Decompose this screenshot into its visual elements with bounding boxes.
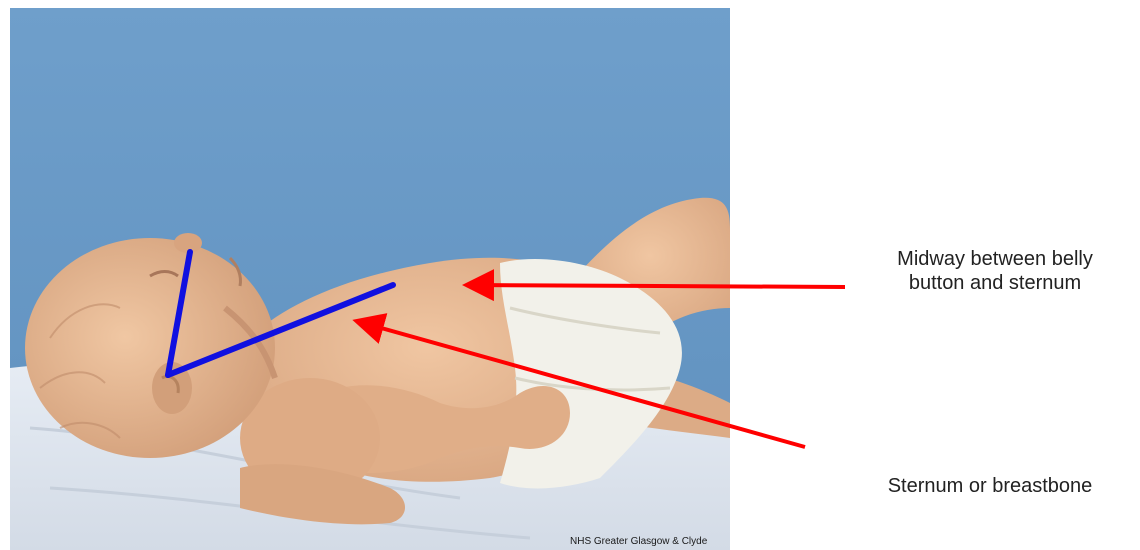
sternum-label: Sternum or breastbone bbox=[845, 474, 1135, 498]
ear bbox=[152, 362, 192, 414]
midway-label: Midway between belly button and sternum bbox=[850, 247, 1140, 295]
midway-label-line1: Midway between belly bbox=[850, 247, 1140, 271]
infant-manikin-photo bbox=[10, 8, 730, 550]
nose bbox=[174, 233, 202, 253]
photo-credit: NHS Greater Glasgow & Clyde bbox=[570, 536, 707, 548]
midway-label-line2: button and sternum bbox=[850, 271, 1140, 295]
